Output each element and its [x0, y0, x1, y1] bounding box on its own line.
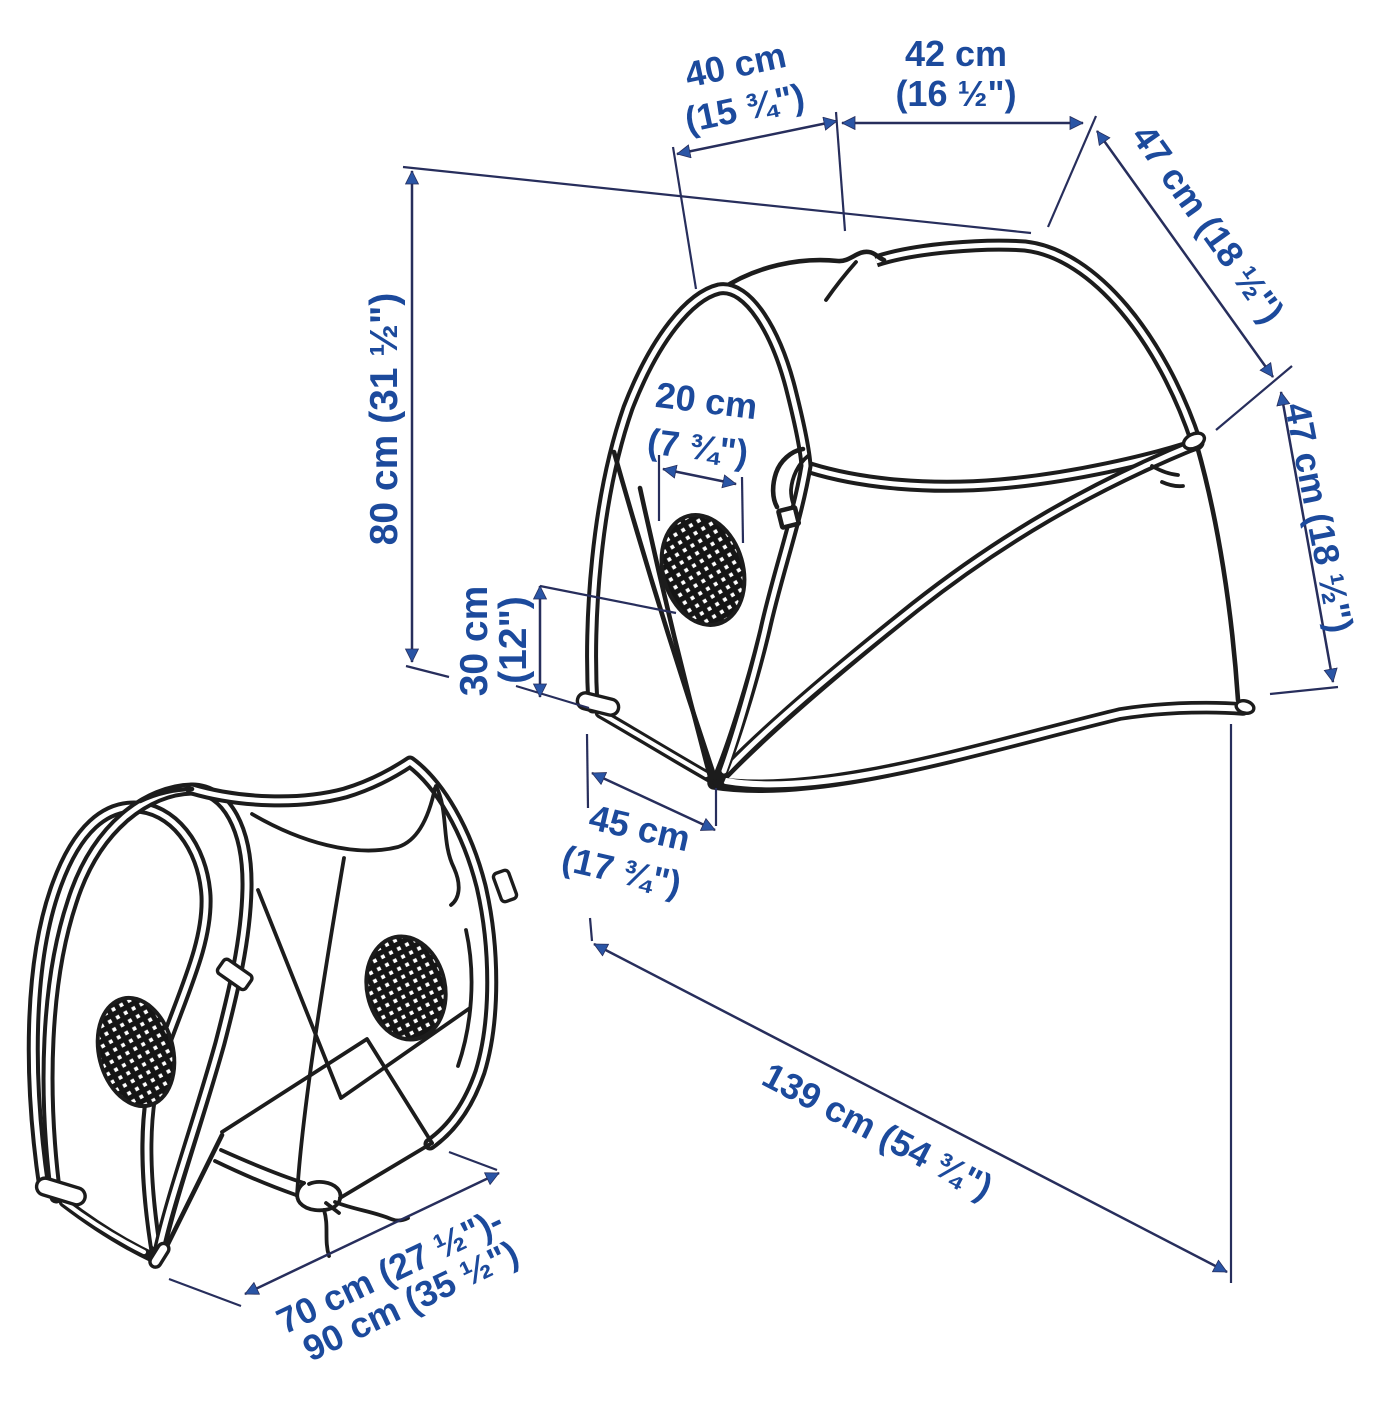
svg-text:80 cm (31 ½"): 80 cm (31 ½")	[363, 293, 406, 546]
svg-text:30 cm: 30 cm	[453, 586, 496, 697]
svg-text:(16 ½"): (16 ½")	[895, 73, 1016, 114]
svg-text:42 cm: 42 cm	[905, 33, 1007, 74]
svg-text:(12"): (12")	[492, 596, 535, 684]
